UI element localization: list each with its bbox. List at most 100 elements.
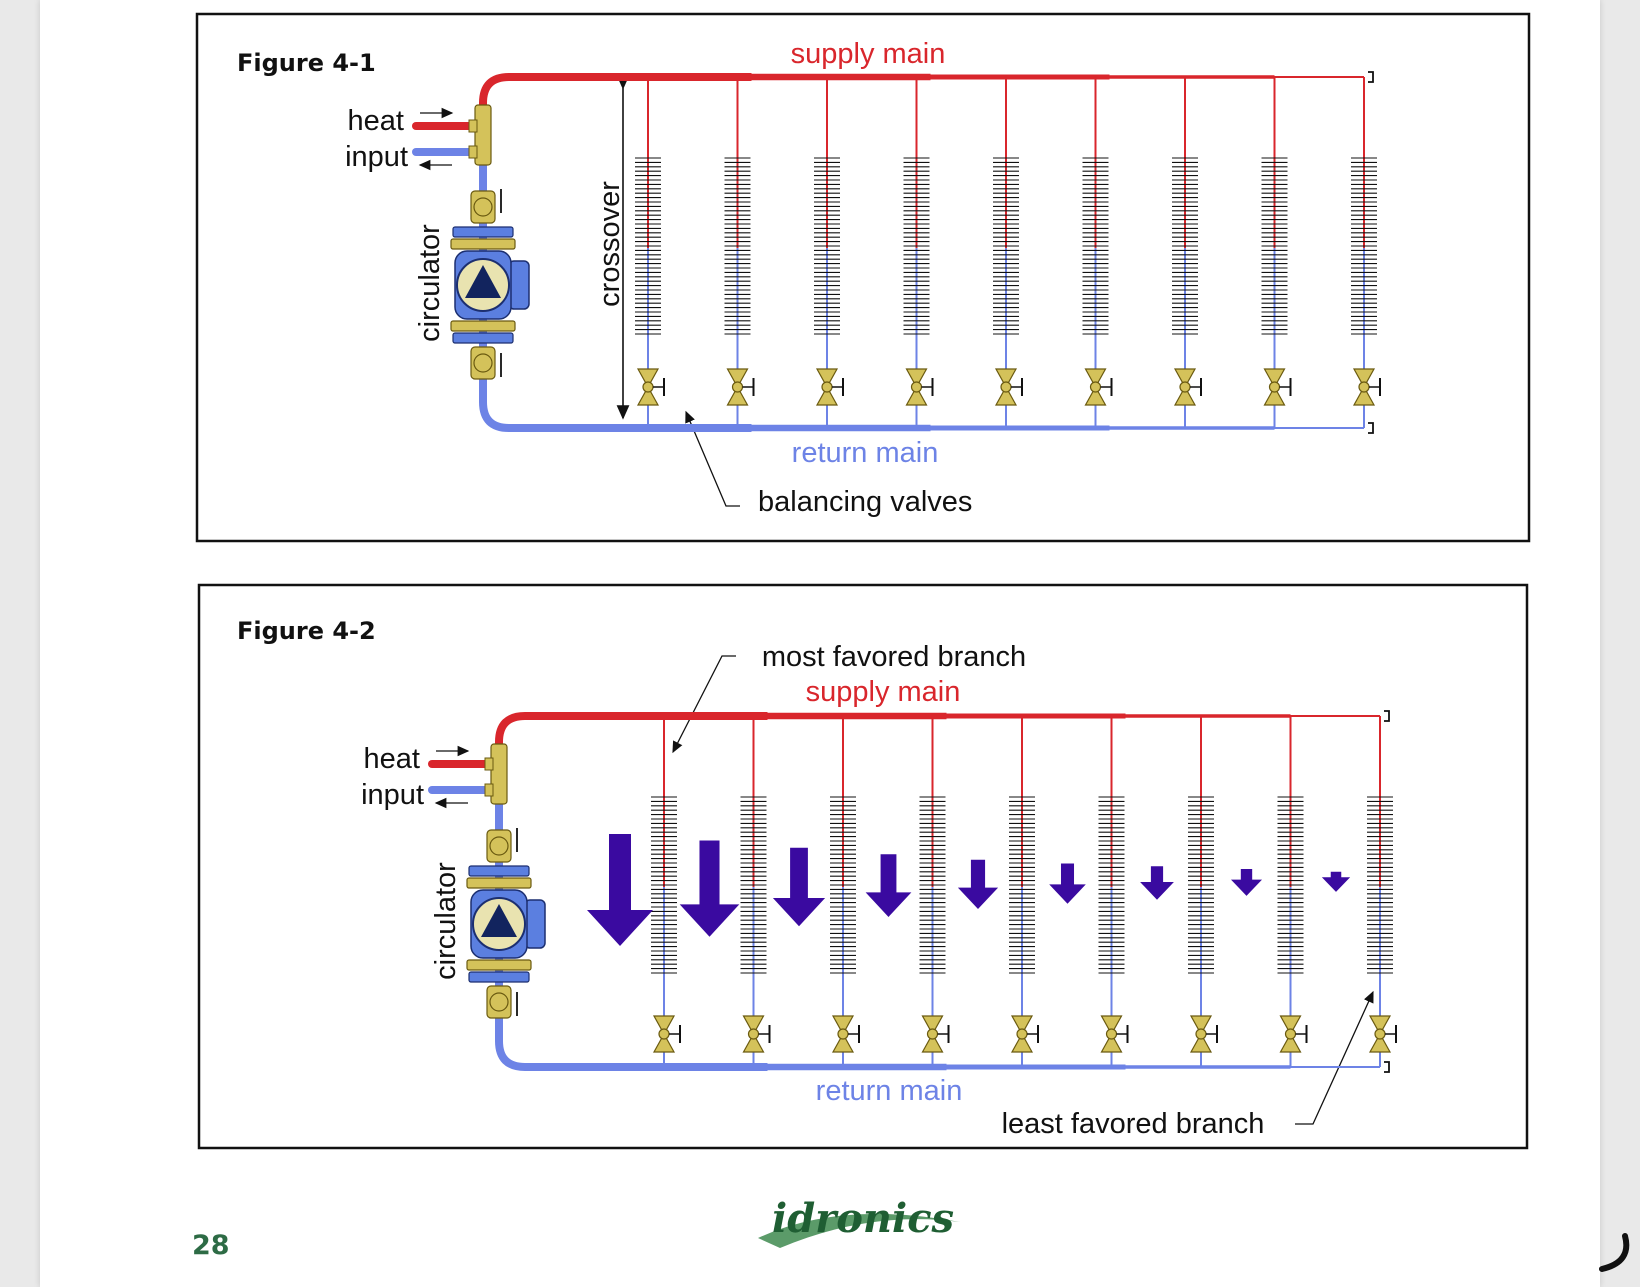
branch-circuit (1367, 716, 1397, 1067)
figure-4-1: Figure 4-1 supply main return main heat … (195, 12, 1531, 543)
balancing-valve-icon (1368, 1015, 1397, 1053)
balancing-valve-icon (905, 368, 934, 406)
idronics-logo: idronics (758, 1195, 960, 1248)
balancing-valve-icon (1352, 368, 1381, 406)
heat-label: heat (364, 743, 420, 775)
branch-circuit (1172, 77, 1202, 428)
most-favored-branch-label: most favored branch (762, 641, 1026, 673)
piping-system-2 (428, 710, 1397, 1073)
balancing-valve-icon (1100, 1015, 1129, 1053)
baseboard-fin-element (1367, 796, 1393, 974)
flow-rate-arrow (679, 840, 740, 937)
return-end-cap (1368, 422, 1374, 434)
tee-fitting-icon (474, 104, 492, 166)
tee-fitting-icon (490, 743, 508, 805)
baseboard-fin-element (993, 157, 1019, 335)
balancing-valves-label: balancing valves (758, 486, 972, 518)
figure-4-2-frame (197, 583, 1529, 1150)
circulator-label: circulator (430, 862, 462, 980)
flow-rate-arrow (1321, 871, 1351, 892)
flow-rate-arrow (587, 834, 653, 946)
flow-rate-arrow (865, 854, 912, 917)
diagram-canvas: Figure 4-1 supply main return main heat … (192, 12, 1630, 1272)
branch-circuit (1009, 716, 1039, 1067)
balancing-valve-icon (1084, 368, 1113, 406)
heat-label: heat (348, 105, 404, 137)
balancing-valve-icon (921, 1015, 950, 1053)
least-favored-branch-label: least favored branch (1002, 1108, 1265, 1140)
branch-circuit (903, 77, 934, 428)
baseboard-fin-element (740, 796, 767, 974)
flow-rate-arrow (1230, 868, 1263, 896)
figure-4-2: Figure 4-2 most favored branch supply ma… (197, 583, 1529, 1150)
branch-circuit (1082, 77, 1113, 428)
branch-circuit (919, 716, 950, 1067)
flow-rate-arrow (957, 859, 999, 910)
branch-circuit (1261, 77, 1292, 428)
branch-circuit (740, 716, 771, 1067)
baseboard-fin-element (814, 157, 840, 335)
supply-main-label: supply main (806, 676, 961, 708)
flow-arrows (587, 834, 1351, 946)
supply-main-pipe (495, 712, 1380, 752)
balancing-valve-icon (1189, 1015, 1218, 1053)
balancing-valve-icon (652, 1015, 681, 1053)
balancing-valve-icon (815, 368, 844, 406)
balancing-valve-icon (742, 1015, 771, 1053)
piping-system-1 (412, 71, 1381, 434)
heat-input (428, 743, 508, 809)
supply-main-label: supply main (791, 38, 946, 70)
figure-4-1-label: Figure 4-1 (237, 49, 376, 77)
balancing-valve-icon (1279, 1015, 1308, 1053)
supply-main-pipe (479, 73, 1364, 113)
flow-rate-arrow (1049, 863, 1086, 904)
return-main-pipe (479, 385, 1364, 432)
return-end-cap (1384, 1061, 1390, 1073)
flow-rate-arrow (1140, 866, 1174, 900)
baseboard-fin-element (651, 796, 677, 974)
baseboard-fin-element (1188, 796, 1214, 974)
return-main-label: return main (816, 1075, 963, 1107)
branch-circuit (724, 77, 755, 428)
branch-circuit (651, 716, 681, 1067)
balancing-valve-icon (1263, 368, 1292, 406)
branch-circuit (635, 77, 665, 428)
document-page: Figure 4-1 supply main return main heat … (40, 0, 1630, 1287)
circulator-label: circulator (414, 224, 446, 342)
baseboard-fin-element (724, 157, 751, 335)
baseboard-fin-element (1351, 157, 1377, 335)
figure-4-1-frame (195, 12, 1531, 543)
most-favored-branch-leader (672, 655, 736, 754)
balancing-valve-icon (831, 1015, 860, 1053)
branch-circuit (1351, 77, 1381, 428)
least-favored-branch-leader (1295, 990, 1374, 1125)
baseboard-fin-element (1172, 157, 1198, 335)
logo-text: idronics (772, 1195, 954, 1242)
branch-circuit (814, 77, 844, 428)
baseboard-fin-element (1009, 796, 1035, 974)
baseboard-fin-element (903, 157, 930, 335)
return-main-pipe (495, 1025, 1380, 1071)
page-curl-mark (1599, 1233, 1630, 1272)
figure-4-2-label: Figure 4-2 (237, 617, 376, 645)
circulator-pump-icon (466, 828, 546, 1019)
input-label: input (361, 779, 424, 811)
baseboard-fin-element (1082, 157, 1109, 335)
branch-circuit (1098, 716, 1129, 1067)
input-label: input (345, 141, 408, 173)
baseboard-fin-element (1098, 796, 1125, 974)
balancing-valve-icon (994, 368, 1023, 406)
branch-circuit (1277, 716, 1308, 1067)
balancing-valve-icon (636, 368, 665, 406)
branch-circuit (830, 716, 860, 1067)
circulator-pump-icon (450, 189, 530, 380)
balancing-valve-icon (726, 368, 755, 406)
baseboard-fin-element (919, 796, 946, 974)
branch-circuit (993, 77, 1023, 428)
branch-circuit (1188, 716, 1218, 1067)
page-number: 28 (192, 1230, 230, 1261)
balancing-valve-icon (1173, 368, 1202, 406)
baseboard-fin-element (1261, 157, 1288, 335)
baseboard-fin-element (1277, 796, 1304, 974)
flow-rate-arrow (772, 847, 826, 927)
